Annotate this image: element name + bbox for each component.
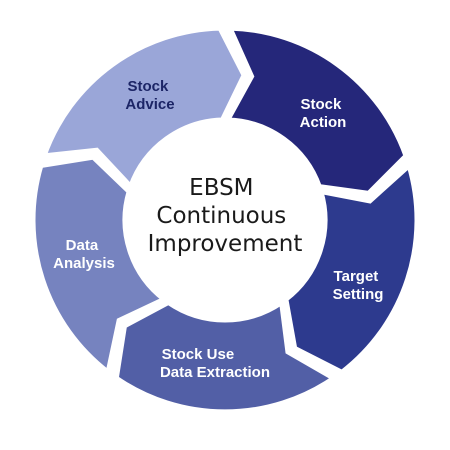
center-title-line: Improvement [148,231,303,257]
center-circle [125,120,325,320]
svg-text:Data Analysis: Data Analysis [53,237,115,272]
center-title: EBSM Continuous Improvement [148,175,303,257]
segment-label-line: Stock Use [162,346,235,363]
segment-label-line: Setting [333,286,384,303]
segment-label-line: Advice [125,96,174,113]
segment-label-line: Action [300,114,347,131]
segment-label-line: Target [334,268,379,285]
segment-target-setting[interactable]: Target Setting [283,160,420,376]
segment-label-line: Stock [127,78,169,95]
segment-label-line: Data [66,237,99,254]
segment-label-line: Data Extraction [160,364,270,381]
svg-text:Target Setting: Target Setting [333,268,384,303]
center-title-line: Continuous [156,203,286,229]
svg-text:Stock Action: Stock Action [300,96,347,131]
center-hub: EBSM Continuous Improvement [125,120,325,320]
svg-text:Stock Advice: Stock Advice [125,78,174,113]
svg-text:Stock Use Data Extractio: Stock Use Data Extraction [160,346,270,381]
center-title-line: EBSM [189,175,253,201]
segment-label-line: Stock [300,96,342,113]
segment-label-line: Analysis [53,255,115,272]
